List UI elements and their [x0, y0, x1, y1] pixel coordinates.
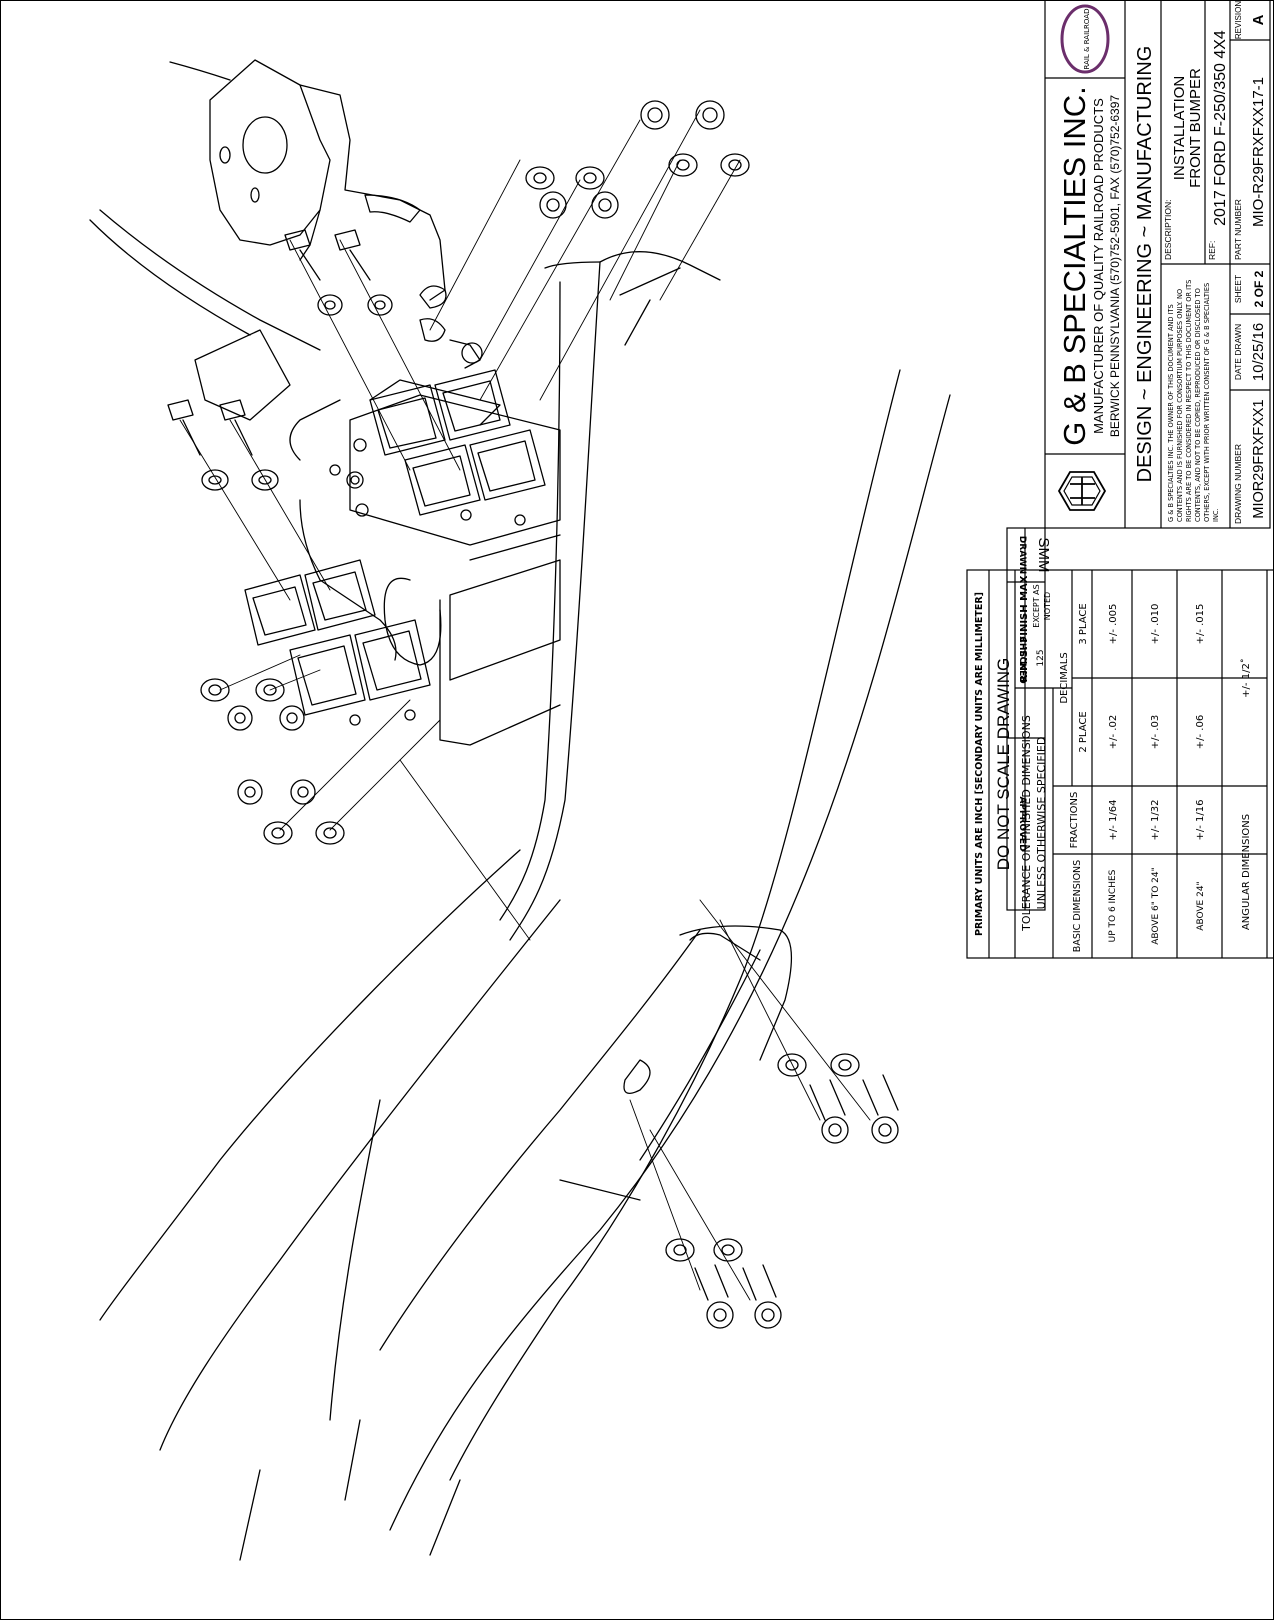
scale-note: DO NOT SCALE DRAWING [994, 658, 1013, 871]
sheet-value: 2 OF 2 [1252, 270, 1266, 307]
signoff-strip: DRAWN SMM CHECKED APPROVED [1006, 527, 1052, 911]
disclaimer-line-6: INC. [1212, 508, 1220, 522]
ref-value: 2017 FORD F-250/350 4X4 [1212, 30, 1229, 226]
gb-emblem-logo [1057, 471, 1107, 511]
row-1-basic: UP TO 6 INCHES [1108, 869, 1118, 942]
units-note: PRIMARY UNITS ARE INCH [SECONDARY UNITS … [974, 592, 985, 936]
ref-label: REF: [1207, 241, 1217, 260]
row-1-three-place: +/- .005 [1108, 604, 1119, 645]
description-line-1: INSTALLATION [1171, 76, 1188, 180]
checked-label: CHECKED [1017, 636, 1027, 683]
angular-dimensions-value: +/- 1/2˚ [1240, 658, 1252, 698]
drawn-label: DRAWN [1017, 536, 1027, 574]
description-label: DESCRIPTION: [1163, 200, 1173, 260]
revision-value: A [1250, 14, 1267, 25]
two-place-header: 2 PLACE [1078, 711, 1089, 752]
sheet-label: SHEET [1233, 275, 1243, 303]
row-2-fraction: +/- 1/32 [1150, 800, 1161, 841]
clamp-blocks-lower [244, 559, 431, 726]
drawing-number-label: DRAWING NUMBER [1233, 444, 1243, 524]
row-1-fraction: +/- 1/64 [1108, 800, 1119, 841]
disclaimer-line-1: G & B SPECIALTIES INC. THE OWNER OF THIS… [1167, 304, 1175, 522]
rms-finish-2: 125 [1036, 649, 1046, 666]
railroad-seal-text: RAIL & RAILROAD [1083, 8, 1091, 69]
exploded-centerlines [179, 109, 871, 1301]
title-block: G & B SPECIALTIES INC. MANUFACTURER OF Q… [1044, 0, 1271, 529]
disclaimer-line-5: OTHERS, EXCEPT WITH PRIOR WRITTEN CONSEN… [1203, 283, 1211, 522]
approved-label: APPROVED [1017, 796, 1027, 851]
fractions-header: FRACTIONS [1069, 792, 1080, 849]
revision-label: REVISION [1234, 1, 1243, 39]
bumper-assembly-drawing [89, 59, 951, 1561]
disclaimer-line-3: RIGHTS ARE TO BE CONSIDERED IN RESPECT T… [1185, 280, 1193, 522]
part-number-label: PART NUMBER [1233, 199, 1243, 260]
design-slogan: DESIGN ~ ENGINEERING ~ MANUFACTURING [1134, 46, 1156, 483]
disclaimer-text: G & B SPECIALTIES INC. THE OWNER OF THIS… [1167, 280, 1220, 522]
manufacturer-line: MANUFACTURER OF QUALITY RAILROAD PRODUCT… [1091, 98, 1106, 434]
row-3-fraction: +/- 1/16 [1195, 800, 1206, 841]
frame-bracket [89, 59, 483, 421]
row-2-two-place: +/- .03 [1150, 715, 1161, 749]
part-number: MIO-R29FRXFXX17-1 [1250, 77, 1267, 227]
railroad-seal-logo: RAIL & RAILROAD [1060, 4, 1110, 74]
date-drawn: 10/25/16 [1250, 323, 1267, 381]
description-line-2: FRONT BUMPER [1187, 68, 1204, 188]
basic-dimensions-header: BASIC DIMENSIONS [1072, 860, 1083, 952]
date-drawn-label: DATE DRAWN [1233, 324, 1243, 380]
tolerance-heading-1: TOLERANCE ON FINISHED DIMENSIONS [1020, 715, 1033, 932]
hardware-fasteners [167, 100, 899, 1329]
row-3-two-place: +/- .06 [1195, 715, 1206, 749]
address-line: BERWICK PENNSYLVANIA (570)752-5901, FAX … [1108, 95, 1122, 438]
drawn-value: SMM [1035, 538, 1052, 573]
company-name: G & B SPECIALTIES INC. [1057, 86, 1092, 445]
bumper-contour-lines [99, 251, 951, 1561]
clamp-blocks-upper [369, 369, 546, 526]
rms-finish-4: NOTED [1043, 592, 1052, 620]
decimals-header: DECIMALS [1059, 652, 1070, 703]
row-1-two-place: +/- .02 [1108, 715, 1119, 749]
angular-dimensions-label: ANGULAR DIMENSIONS [1241, 814, 1252, 930]
tolerance-heading-2: UNLESS OTHERWISE SPECIFIED [1035, 737, 1048, 910]
drawing-number: MIOR29FRXFXX1 [1251, 399, 1267, 518]
row-3-three-place: +/- .015 [1195, 604, 1206, 645]
hitch-receiver [289, 379, 561, 746]
row-3-basic: ABOVE 24" [1196, 881, 1206, 930]
three-place-header: 3 PLACE [1078, 603, 1089, 644]
disclaimer-line-2: CONTENTS AND IS FURNISHED FOR CONSORTIUM… [1176, 289, 1184, 522]
row-2-basic: ABOVE 6" TO 24" [1151, 867, 1161, 945]
disclaimer-line-4: CONTENTS, AND NOT TO BE COPIED, REPRODUC… [1194, 288, 1202, 522]
rms-finish-3: EXCEPT AS [1032, 584, 1041, 627]
row-2-three-place: +/- .010 [1150, 604, 1161, 645]
